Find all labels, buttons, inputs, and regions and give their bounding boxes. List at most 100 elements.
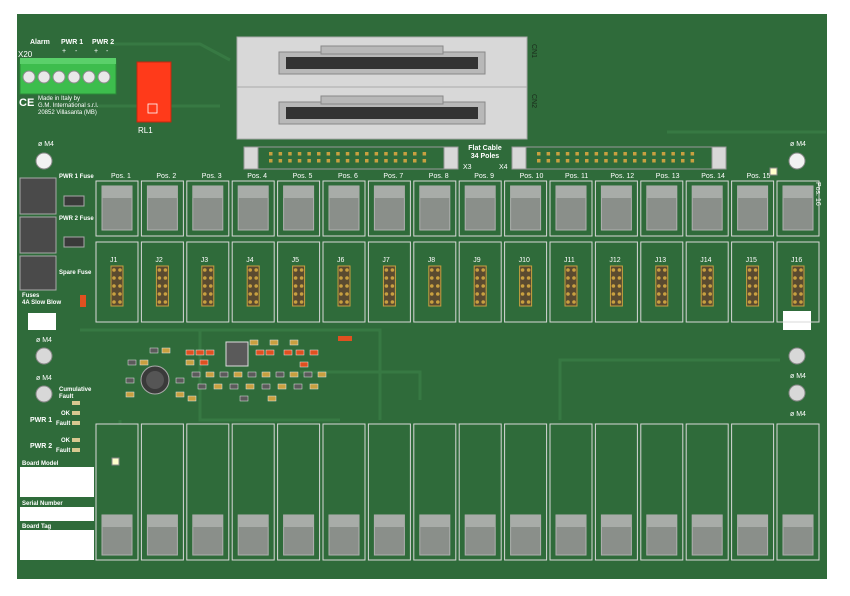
terminal-screw <box>22 70 36 84</box>
header-pin <box>537 159 541 163</box>
jumper-pin <box>157 300 162 304</box>
serial-number-label: Serial Number <box>22 501 63 507</box>
header-pin <box>565 152 570 156</box>
header-pin <box>403 159 407 163</box>
jumper-pin <box>209 284 213 288</box>
jumper-pin <box>339 276 343 280</box>
jumper-pin <box>163 276 168 280</box>
jumper-pin <box>293 284 298 288</box>
jumper-header <box>791 265 805 307</box>
jumper-pin <box>617 300 622 304</box>
jumper-label: J10 <box>519 257 530 264</box>
jumper-pin <box>209 292 213 296</box>
jumper-pin <box>384 276 389 280</box>
jumper-pin <box>118 292 122 296</box>
jumper-pin <box>611 300 616 304</box>
jumper-pin <box>299 292 304 296</box>
red-smd-right <box>338 336 352 341</box>
jumper-label: J7 <box>382 257 390 264</box>
jumper-pin <box>617 284 622 288</box>
smd-part <box>261 371 271 378</box>
jumper-pin <box>663 276 667 280</box>
jumper-pin <box>345 300 349 304</box>
mount-hole-right-1: ø M4 <box>788 347 806 380</box>
header-pin <box>269 159 273 163</box>
jumper-header <box>746 265 760 307</box>
smd-part <box>195 349 205 356</box>
jumper-pin <box>390 300 395 304</box>
cn2-label: CN2 <box>530 94 537 108</box>
terminal-screw <box>37 70 51 84</box>
header-pin <box>336 152 340 156</box>
jumper-area <box>594 241 638 323</box>
jumper-pin <box>526 284 531 288</box>
jumper-pin <box>793 300 797 304</box>
pwr2-fault: Fault <box>56 448 70 454</box>
position-label: Pos. 14 <box>701 173 725 180</box>
jumper-pin <box>572 268 576 272</box>
slot-contact-top <box>510 186 541 198</box>
jumper-pin <box>753 300 758 304</box>
header-pin <box>384 159 388 163</box>
jumper-header <box>428 265 442 307</box>
slot-contact-top <box>601 186 632 198</box>
terminal-screw <box>82 70 96 84</box>
jumper-pin <box>617 292 622 296</box>
slot-contact-top <box>192 186 223 198</box>
jumper-pin <box>299 276 304 280</box>
jumper-header <box>519 265 533 307</box>
position-label: Pos. 3 <box>202 173 222 180</box>
jumper-label: J4 <box>246 257 254 264</box>
smd-part <box>191 371 201 378</box>
jumper-pin <box>157 292 162 296</box>
jumper-pin <box>475 268 480 272</box>
lower-slot <box>640 423 684 561</box>
position-column: Pos. 2J2 <box>140 173 184 323</box>
smd-part <box>289 371 299 378</box>
jumper-header <box>337 265 351 307</box>
terminal-screw <box>97 70 111 84</box>
pwr1-ok: OK <box>61 411 71 417</box>
jumper-pin <box>520 268 525 272</box>
slot-contact-top <box>556 186 586 198</box>
lower-slot <box>186 423 230 561</box>
position-column: Pos. 1J1 <box>95 173 139 323</box>
jumper-pin <box>209 300 213 304</box>
lower-slot-contact-top <box>102 515 132 527</box>
board-model-field <box>20 467 94 497</box>
fuse-note-1: Fuses <box>22 293 40 299</box>
jumper-pin <box>118 284 122 288</box>
jumper-pin <box>663 292 667 296</box>
position-label: Pos. 13 <box>656 173 680 180</box>
jumper-label: J9 <box>473 257 481 264</box>
fuse-label-pwr1: PWR 1 Fuse <box>59 174 94 180</box>
smd-part <box>175 391 185 398</box>
jumper-label: J3 <box>201 257 209 264</box>
jumper-area <box>458 241 502 323</box>
board-tag-label: Board Tag <box>22 524 52 530</box>
jumper-pin <box>799 300 803 304</box>
mount-label: ø M4 <box>790 141 806 148</box>
header-pin <box>652 159 656 163</box>
lower-slot-contact-top <box>601 515 632 527</box>
jumper-pin <box>112 300 116 304</box>
smd-part <box>197 383 207 390</box>
jumper-label: J6 <box>337 257 345 264</box>
smd-part <box>205 371 215 378</box>
jumper-pin <box>708 300 712 304</box>
header-pin <box>652 152 656 156</box>
x3-inner <box>257 146 445 170</box>
jumper-area <box>277 241 321 323</box>
jumper-pin <box>702 268 706 272</box>
jumper-pin <box>611 292 616 296</box>
cumulative-led <box>72 401 80 405</box>
polarity-4: - <box>106 48 109 55</box>
jumper-pin <box>118 268 122 272</box>
smd-part <box>185 359 195 366</box>
jumper-pin <box>481 300 486 304</box>
jumper-area <box>322 241 366 323</box>
header-pin <box>307 159 311 163</box>
jumper-pin <box>112 284 116 288</box>
smd-part <box>149 347 159 354</box>
